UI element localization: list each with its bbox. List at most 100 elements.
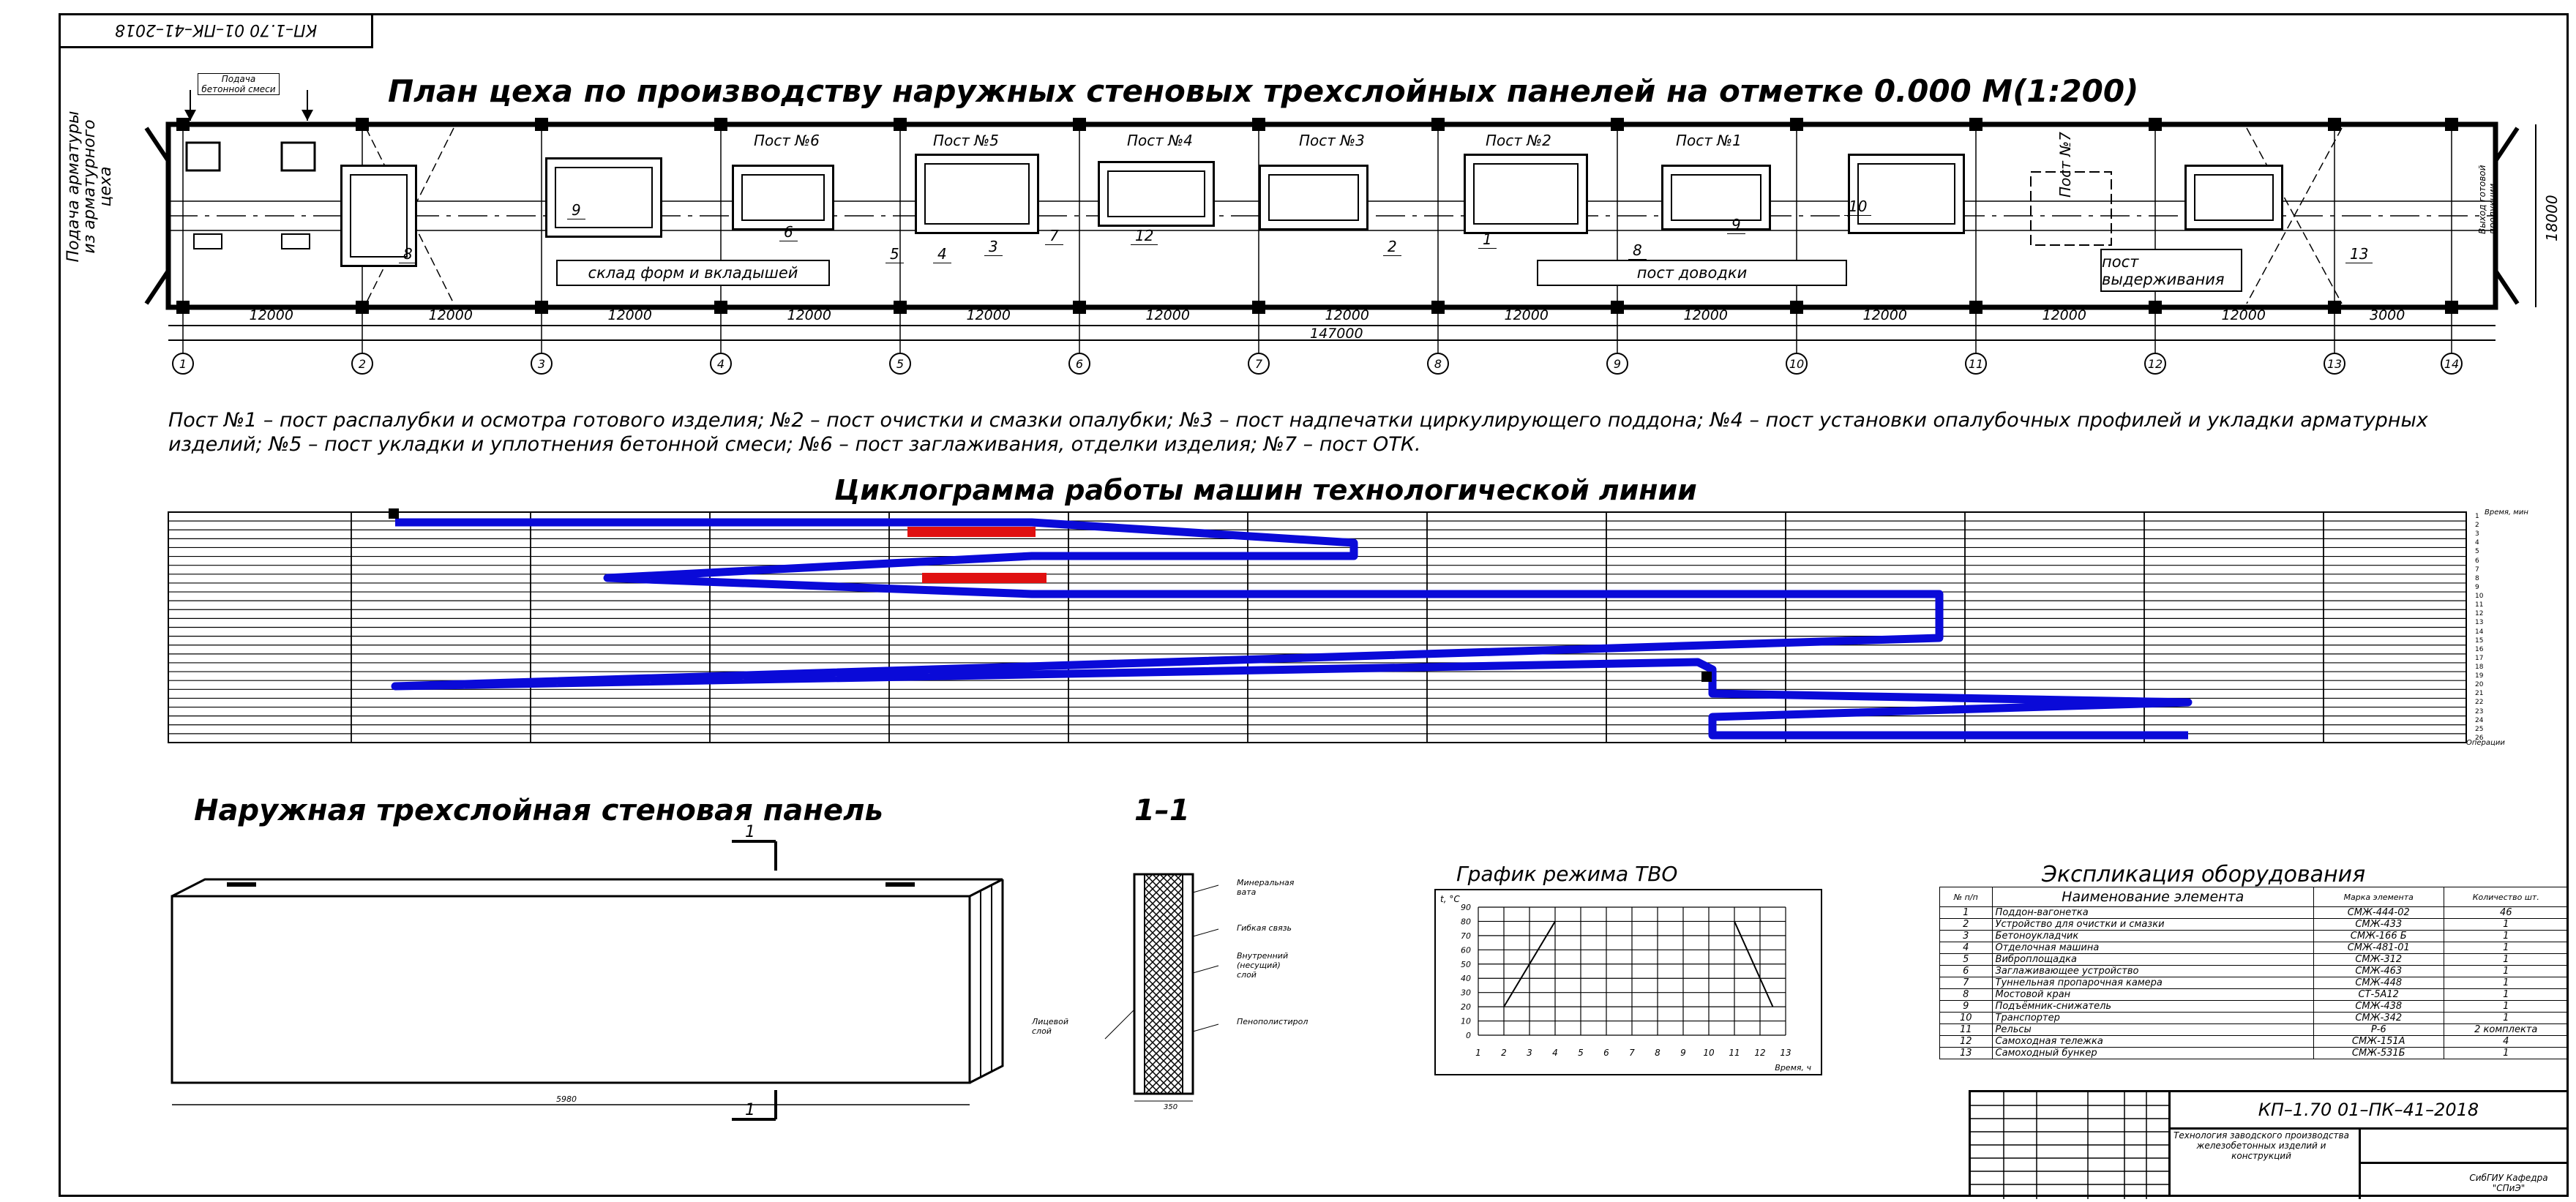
equipment-unit [340, 165, 417, 267]
column-top [1790, 118, 1803, 131]
cyclogram-row-number: 2 [2475, 522, 2479, 530]
column-bottom [535, 301, 548, 314]
callout-number: 8 [399, 245, 417, 263]
equipment-unit [545, 157, 662, 238]
axis-marker: 14 [2441, 353, 2463, 375]
span-dimension: 12000 [1683, 307, 1728, 323]
tbo-y-tick: 30 [1461, 988, 1471, 998]
column-top [1969, 118, 1982, 131]
explication-cell: 7 [1939, 977, 1993, 989]
tbo-y-tick: 90 [1461, 903, 1471, 912]
column-bottom [176, 301, 190, 314]
layer-label-5: Пенополистирол [1237, 1017, 1308, 1026]
column-top [894, 118, 907, 131]
tbo-y-tick: 60 [1461, 945, 1471, 955]
cyclogram-row-number: 12 [2475, 610, 2484, 618]
column-bottom [894, 301, 907, 314]
tbo-x-tick: 10 [1703, 1048, 1715, 1058]
area-label: склад форм и вкладышей [556, 260, 830, 286]
column-bottom [1790, 301, 1803, 314]
post-label: Пост №6 [754, 132, 820, 149]
column-top [2328, 118, 2341, 131]
tbo-x-tick: 9 [1680, 1048, 1686, 1058]
tbo-x-tick: 13 [1780, 1048, 1791, 1058]
cyclogram-chart [168, 508, 2467, 743]
callout-number: 4 [933, 245, 951, 263]
span-dimension: 12000 [1145, 307, 1190, 323]
explication-cell: Поддон-вагонетка [1991, 906, 2314, 919]
section-title: 1–1 [1134, 794, 1190, 827]
cyclogram-row-number: 14 [2475, 628, 2484, 636]
explication-cell: 1 [2443, 977, 2569, 989]
tbo-x-tick: 7 [1629, 1048, 1635, 1058]
explication-cell: 6 [1939, 965, 1993, 977]
explication-cell: Транспортер [1991, 1012, 2314, 1024]
layer-label-2: Гибкая связь [1237, 923, 1292, 933]
column-bottom [1969, 301, 1982, 314]
explication-cell: СМЖ-342 [2313, 1012, 2444, 1024]
cyclogram-row-number: 11 [2475, 601, 2484, 609]
section-thickness-dim: 350 [1164, 1103, 1178, 1111]
explication-header: № п/п [1939, 887, 1993, 907]
explication-cell: 1 [2443, 965, 2569, 977]
equipment-inner [924, 163, 1030, 225]
explication-cell: 1 [2443, 1012, 2569, 1024]
plan-title: План цеха по производству наружных стено… [388, 73, 2139, 109]
tbo-y-tick: 80 [1461, 917, 1471, 926]
explication-cell: СМЖ-166 Б [2313, 930, 2444, 942]
explication-cell: Виброплощадка [1991, 953, 2314, 966]
column-bottom [1431, 301, 1445, 314]
explication-cell: Самоходный бункер [1991, 1047, 2314, 1059]
tbo-x-tick: 2 [1501, 1048, 1507, 1058]
cyclogram-row-number: 16 [2475, 645, 2484, 653]
explication-cell: 1 [2443, 953, 2569, 966]
axis-marker: 11 [1965, 353, 1987, 375]
explication-cell: 11 [1939, 1023, 1993, 1036]
top-stamp: КП–1.70 01–ПК–41–2018 [59, 13, 373, 48]
explication-header: Марка элемента [2313, 887, 2444, 907]
span-dimension: 12000 [607, 307, 652, 323]
explication-cell: Подъёмник-снижатель [1991, 1000, 2314, 1013]
post-label: Пост №2 [1486, 132, 1551, 149]
tbo-y-tick: 70 [1461, 931, 1471, 941]
axis-marker: 1 [172, 353, 194, 375]
cyclogram-row-number: 15 [2475, 636, 2484, 645]
column-bottom [2445, 301, 2458, 314]
explication-cell: Бетоноукладчик [1991, 930, 2314, 942]
column-top [176, 118, 190, 131]
explication-cell: Заглаживающее устройство [1991, 965, 2314, 977]
tbo-x-tick: 5 [1578, 1048, 1584, 1058]
callout-number: 12 [1131, 227, 1158, 245]
callout-number: 2 [1383, 238, 1401, 256]
span-dimension: 12000 [2221, 307, 2266, 323]
section-drawing [1104, 873, 1219, 1102]
cyclogram-row-number: 17 [2475, 654, 2484, 662]
span-dimension: 12000 [428, 307, 473, 323]
equipment-unit [732, 165, 834, 230]
axis-marker: 6 [1068, 353, 1090, 375]
cyclogram-row-number: 7 [2475, 566, 2479, 574]
cyclogram-row-number: 4 [2475, 539, 2479, 547]
cyclogram-row-number: 22 [2475, 699, 2484, 707]
column-bottom [1252, 301, 1265, 314]
callout-number: 9 [1727, 216, 1745, 234]
column-bottom [2149, 301, 2162, 314]
explication-header: Наименование элемента [1991, 887, 2314, 907]
column-top [1252, 118, 1265, 131]
area-label: пост выдерживания [2100, 249, 2242, 292]
span-dimension: 12000 [966, 307, 1011, 323]
explication-cell: Туннельная пропарочная камера [1991, 977, 2314, 989]
explication-cell: 10 [1939, 1012, 1993, 1024]
callout-number: 3 [984, 238, 1003, 256]
tbo-x-tick: 3 [1527, 1048, 1532, 1058]
equipment-unit [1848, 154, 1965, 234]
layer-label-1: Минеральная вата [1237, 878, 1295, 897]
span-dimension: 12000 [1325, 307, 1369, 323]
callout-number: 1 [1478, 230, 1497, 249]
explication-cell: СТ-5А12 [2313, 988, 2444, 1001]
